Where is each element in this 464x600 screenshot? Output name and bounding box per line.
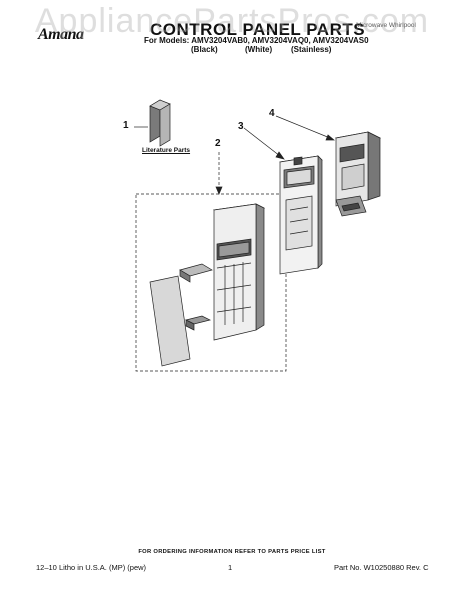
page-number: 1 [228, 563, 233, 572]
models-line: For Models: AMV3204VAB0, AMV3204VAQ0, AM… [144, 36, 369, 45]
membrane-overlay [149, 275, 191, 367]
finish-white: (White) [245, 45, 273, 54]
finish-stainless: (Stainless) [291, 45, 332, 54]
leader-line-3 [243, 127, 281, 157]
leader-line-4 [275, 115, 331, 139]
print-info: 12–10 Litho in U.S.A. (MP) (pew) [36, 563, 147, 572]
assembly-dashed-box [135, 193, 287, 372]
control-panel-front [212, 203, 266, 341]
part-number: Part No. W10250880 Rev. C [334, 563, 429, 572]
small-label-piece [184, 315, 212, 331]
ordering-info: FOR ORDERING INFORMATION REFER TO PARTS … [138, 549, 326, 555]
callout-4: 4 [269, 108, 275, 119]
publisher-credit: Microwave Whirlpool [356, 22, 416, 29]
control-panel-frame [279, 155, 323, 275]
finish-black: (Black) [191, 45, 218, 54]
callout-1: 1 [123, 120, 129, 131]
page-title: CONTROL PANEL PARTS [150, 20, 366, 39]
literature-booklet [149, 99, 171, 147]
callout-3: 3 [238, 121, 244, 132]
callout-2: 2 [215, 138, 221, 149]
pcb-control-board [334, 131, 382, 217]
literature-parts-label: Literature Parts [142, 147, 191, 154]
display-window-lens [179, 263, 213, 283]
brand-logo: Amana [38, 26, 84, 43]
